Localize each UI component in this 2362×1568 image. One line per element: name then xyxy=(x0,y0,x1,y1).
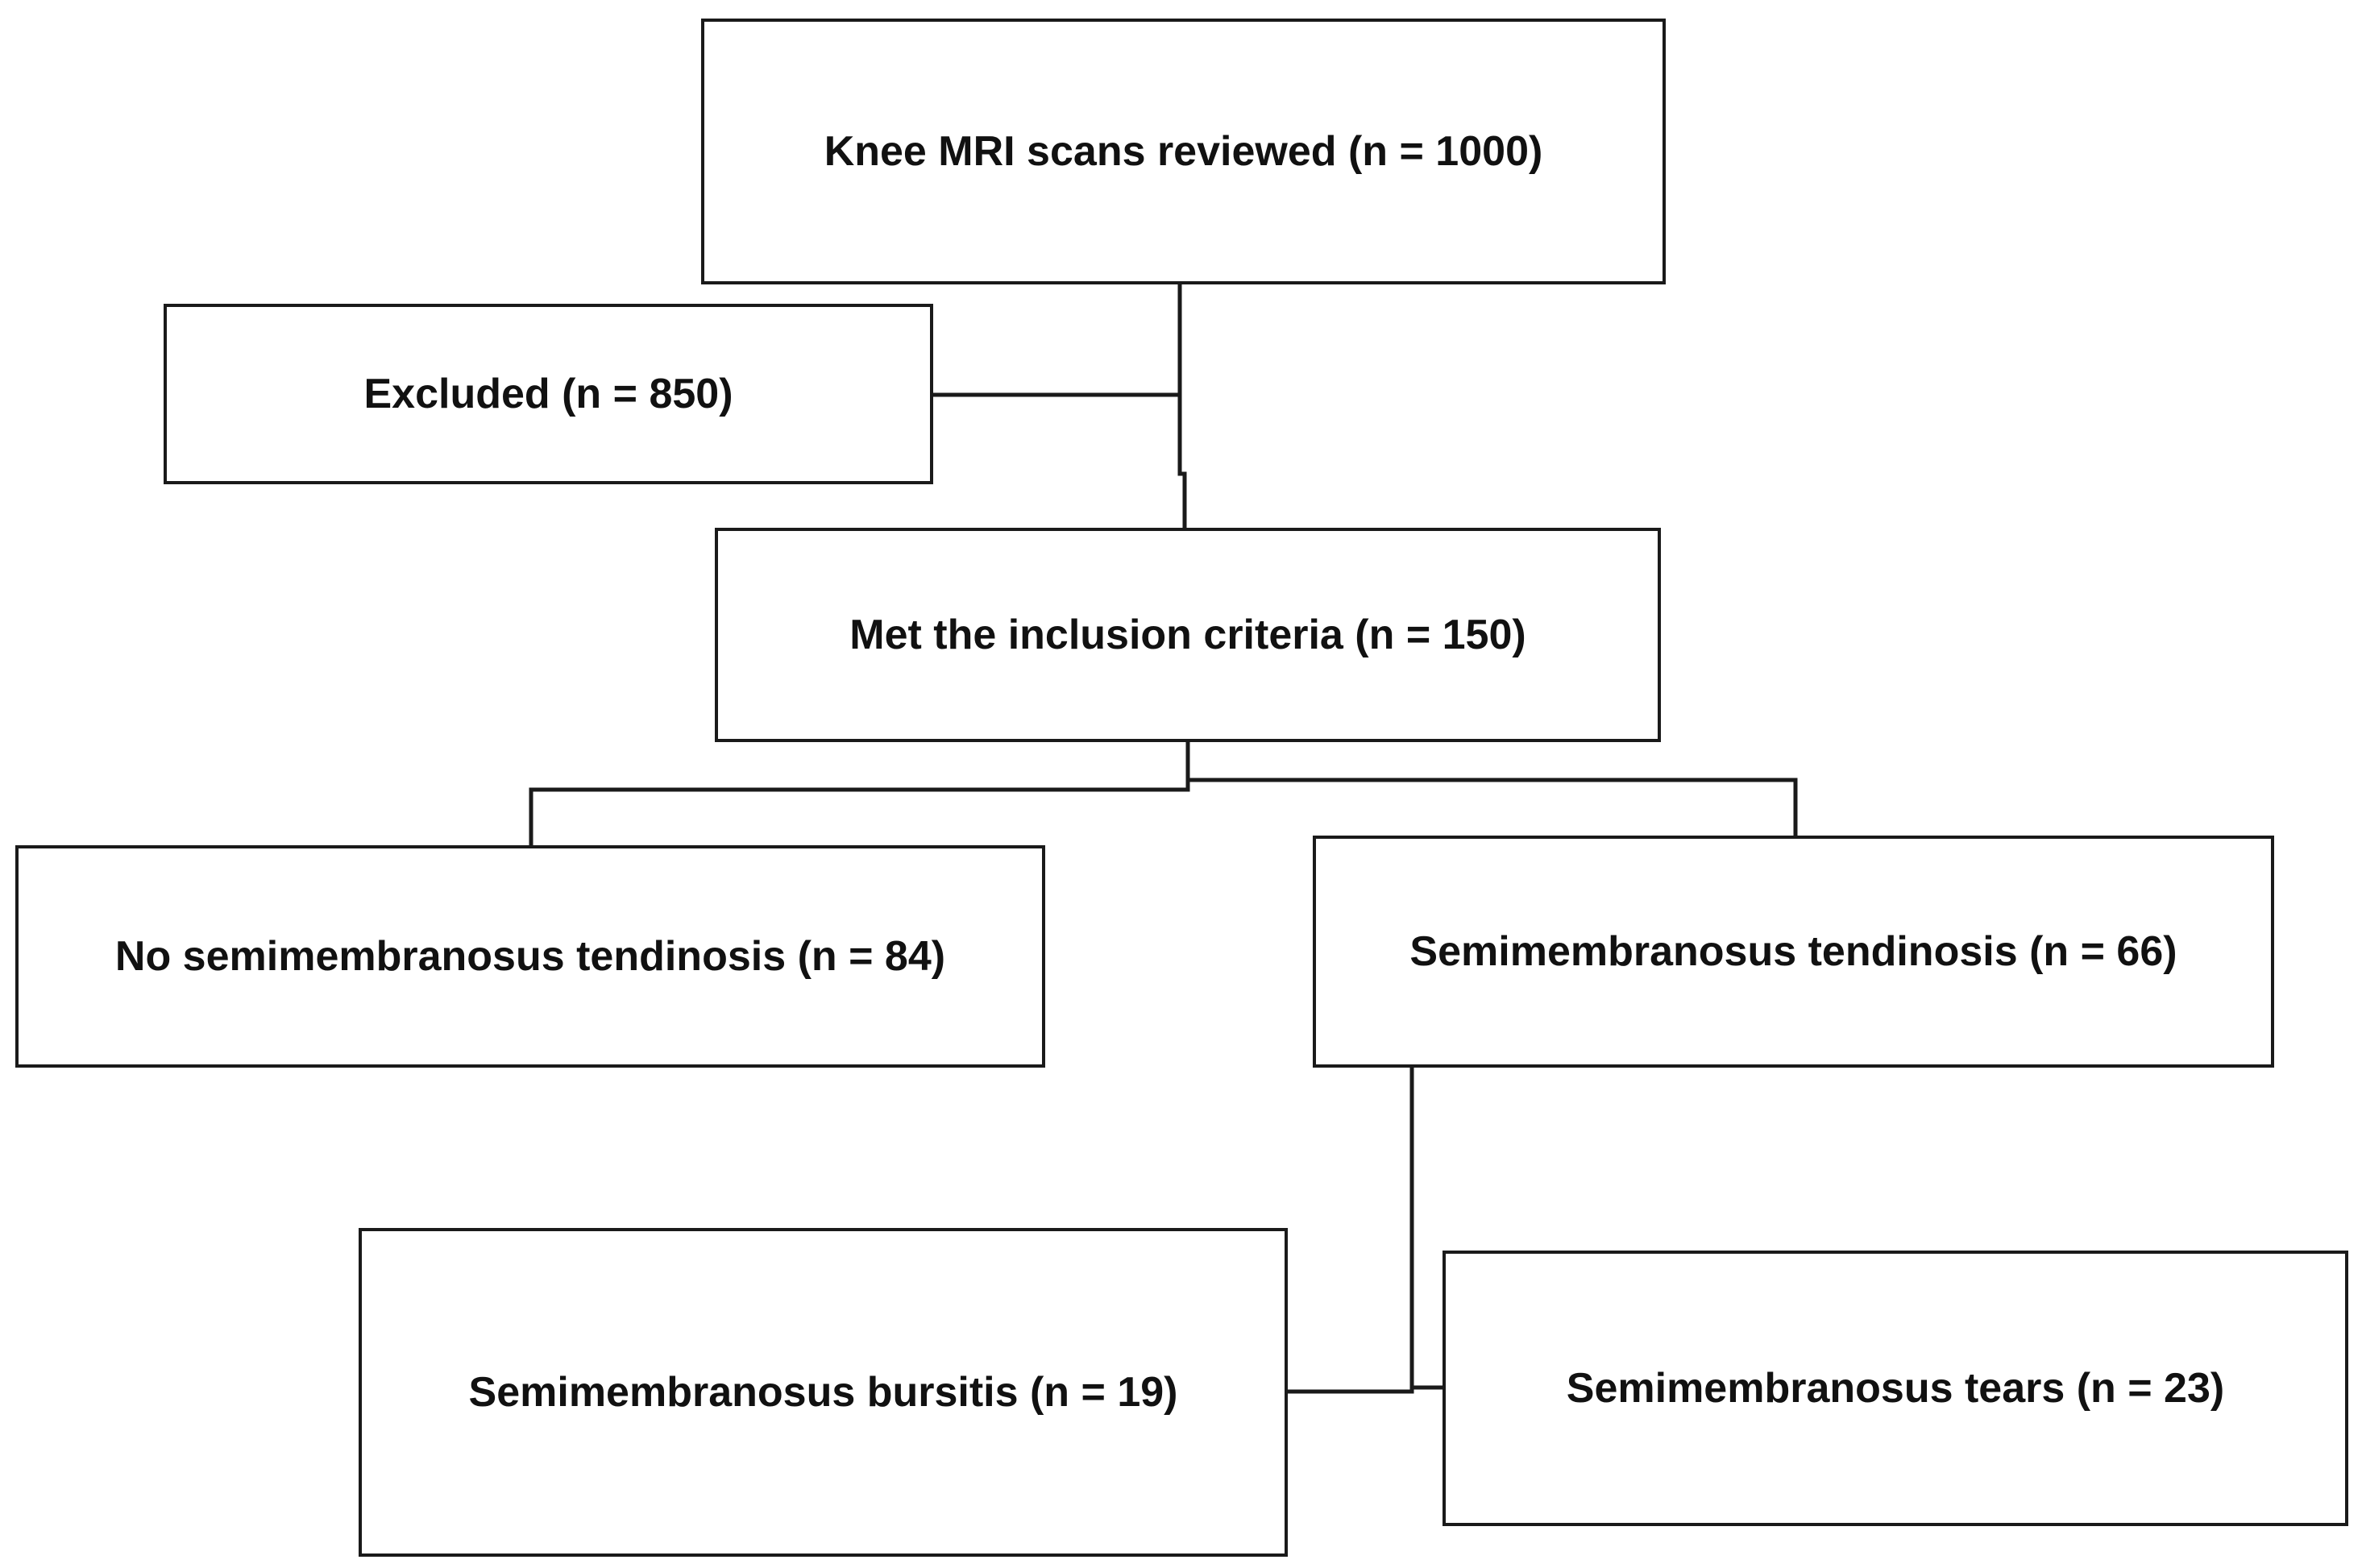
bursitis-box: Semimembranosus bursitis (n = 19) xyxy=(359,1228,1288,1557)
no-tendinosis-box: No semimembranosus tendinosis (n = 84) xyxy=(15,845,1045,1068)
included-box: Met the inclusion criteria (n = 150) xyxy=(715,528,1661,742)
tendinosis-label: Semimembranosus tendinosis (n = 66) xyxy=(1409,928,2177,975)
included-label: Met the inclusion criteria (n = 150) xyxy=(849,612,1526,658)
reviewed-label: Knee MRI scans reviewed (n = 1000) xyxy=(824,128,1543,175)
bursitis-label: Semimembranosus bursitis (n = 19) xyxy=(468,1369,1178,1416)
excluded-label: Excluded (n = 850) xyxy=(363,371,733,417)
reviewed-box: Knee MRI scans reviewed (n = 1000) xyxy=(701,19,1666,284)
tears-label: Semimembranosus tears (n = 23) xyxy=(1566,1365,2225,1412)
tendinosis-box: Semimembranosus tendinosis (n = 66) xyxy=(1313,836,2274,1068)
tears-box: Semimembranosus tears (n = 23) xyxy=(1443,1251,2348,1526)
excluded-box: Excluded (n = 850) xyxy=(164,304,933,484)
no-tendinosis-label: No semimembranosus tendinosis (n = 84) xyxy=(114,933,946,980)
